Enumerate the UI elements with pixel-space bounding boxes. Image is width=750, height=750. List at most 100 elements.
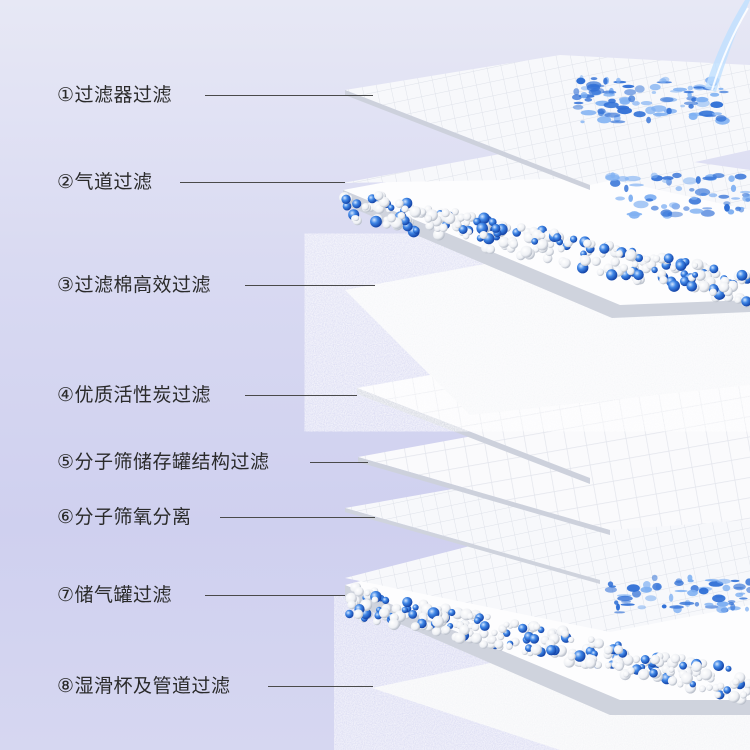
bead xyxy=(622,654,634,666)
bead xyxy=(410,622,420,632)
splash-drop xyxy=(629,183,644,187)
splash-drop xyxy=(730,184,737,192)
bead xyxy=(387,213,397,223)
bead xyxy=(509,239,519,249)
splash-drop xyxy=(597,109,605,116)
bead xyxy=(516,223,526,232)
bead xyxy=(610,257,620,267)
bead xyxy=(668,666,675,673)
bead xyxy=(728,690,740,703)
label-row-8: ⑧湿滑杯及管道过滤 xyxy=(0,671,750,701)
bead xyxy=(713,660,724,671)
splash-drop xyxy=(708,193,718,198)
bead xyxy=(631,261,639,268)
bead xyxy=(533,623,541,631)
bead xyxy=(441,209,450,218)
splash-drop xyxy=(650,205,659,211)
splash-drop xyxy=(735,592,743,598)
layer-8-label: ⑧湿滑杯及管道过滤 xyxy=(57,675,231,697)
splash-drop xyxy=(704,579,719,582)
splash-drop xyxy=(702,176,717,181)
bead xyxy=(614,645,623,655)
bead xyxy=(670,264,677,272)
leader-line xyxy=(205,95,373,96)
bead xyxy=(379,607,390,619)
splash-drop xyxy=(731,197,741,200)
bead xyxy=(723,686,731,694)
bead xyxy=(561,629,569,638)
bead xyxy=(520,245,533,258)
bead xyxy=(432,626,442,637)
splash-drop xyxy=(661,604,667,609)
splash-drop xyxy=(719,90,729,94)
bead xyxy=(484,613,491,621)
bead xyxy=(596,268,605,276)
bead xyxy=(371,596,379,604)
bead xyxy=(553,233,562,242)
bead xyxy=(486,244,496,254)
splash-drop xyxy=(604,112,621,118)
bead xyxy=(709,288,717,297)
splash-drop xyxy=(712,173,725,179)
splash-drop xyxy=(580,86,589,91)
splash-drop xyxy=(715,115,727,122)
splash-drop xyxy=(687,85,693,91)
splash-drop xyxy=(637,605,647,610)
splash-drop xyxy=(645,595,657,602)
bead xyxy=(457,213,466,222)
bead xyxy=(614,662,624,671)
splash-drop xyxy=(603,101,619,109)
bead xyxy=(718,281,730,293)
bead xyxy=(605,662,612,669)
label-row-7: ⑦储气罐过滤 xyxy=(0,580,750,610)
splash-drop xyxy=(652,582,662,591)
bead xyxy=(739,691,748,699)
splash-drop xyxy=(654,112,662,118)
bead xyxy=(458,225,468,234)
bead xyxy=(663,253,674,264)
layer-7-label: ⑦储气罐过滤 xyxy=(57,584,173,606)
bead xyxy=(401,606,409,614)
splash-drop xyxy=(694,602,700,607)
splash-drop xyxy=(687,579,694,583)
bead xyxy=(599,243,610,254)
bead xyxy=(570,235,578,243)
splash-drop xyxy=(718,194,730,199)
bead xyxy=(547,240,555,248)
bead xyxy=(388,618,400,631)
bead xyxy=(689,681,696,688)
leader-line xyxy=(268,686,373,687)
bead xyxy=(462,232,470,240)
bead xyxy=(354,586,364,597)
splash-drop xyxy=(683,206,690,211)
bead xyxy=(538,232,546,239)
splash-drop xyxy=(745,606,749,612)
splash-drop xyxy=(711,112,723,116)
bead xyxy=(353,609,364,620)
splash-drop xyxy=(689,188,695,192)
splash-drop xyxy=(702,207,713,210)
layer-6-label: ⑥分子筛氧分离 xyxy=(57,506,192,528)
bead xyxy=(397,212,406,220)
splash-drop xyxy=(616,105,630,110)
bead xyxy=(531,238,539,245)
bead xyxy=(471,623,480,632)
water-stream-icon xyxy=(705,0,750,92)
splash-drop xyxy=(723,201,731,206)
splash-drop xyxy=(662,179,671,184)
bead xyxy=(667,676,678,686)
bead xyxy=(725,665,732,672)
bead xyxy=(471,632,482,644)
splash-drop xyxy=(603,77,608,85)
splash-drop xyxy=(730,603,736,611)
bead xyxy=(649,668,658,678)
splash-drop xyxy=(718,87,724,90)
bead xyxy=(668,280,680,292)
splash-drop xyxy=(680,104,685,108)
bead xyxy=(473,217,481,226)
bead xyxy=(479,231,488,239)
splash-drop xyxy=(605,174,620,181)
splash-drop xyxy=(626,584,640,592)
bead xyxy=(409,206,422,218)
splash-drop xyxy=(742,195,750,202)
